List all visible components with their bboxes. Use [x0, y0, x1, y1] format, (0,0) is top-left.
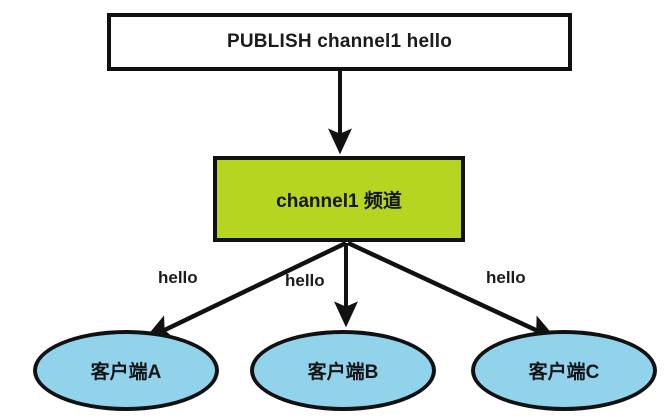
edge-channel-to-client-c — [347, 240, 558, 341]
client-node-a-label: 客户端A — [90, 362, 162, 383]
edge-label-client-b: hello — [285, 271, 325, 290]
publish-command-box: PUBLISH channel1 hello — [107, 13, 572, 71]
edge-label-client-a: hello — [158, 268, 198, 287]
publish-command-label: PUBLISH channel1 hello — [226, 31, 453, 52]
client-node-b: 客户端B — [250, 330, 436, 411]
edge-channel-to-client-a — [143, 240, 347, 341]
client-node-c: 客户端C — [471, 330, 657, 411]
channel-node: channel1 频道 — [213, 156, 465, 242]
channel-node-label: channel1 频道 — [276, 190, 402, 212]
client-node-b-label: 客户端B — [307, 362, 379, 383]
client-node-c-label: 客户端C — [528, 362, 600, 383]
edge-label-client-c: hello — [486, 268, 526, 287]
client-node-a: 客户端A — [33, 330, 219, 411]
